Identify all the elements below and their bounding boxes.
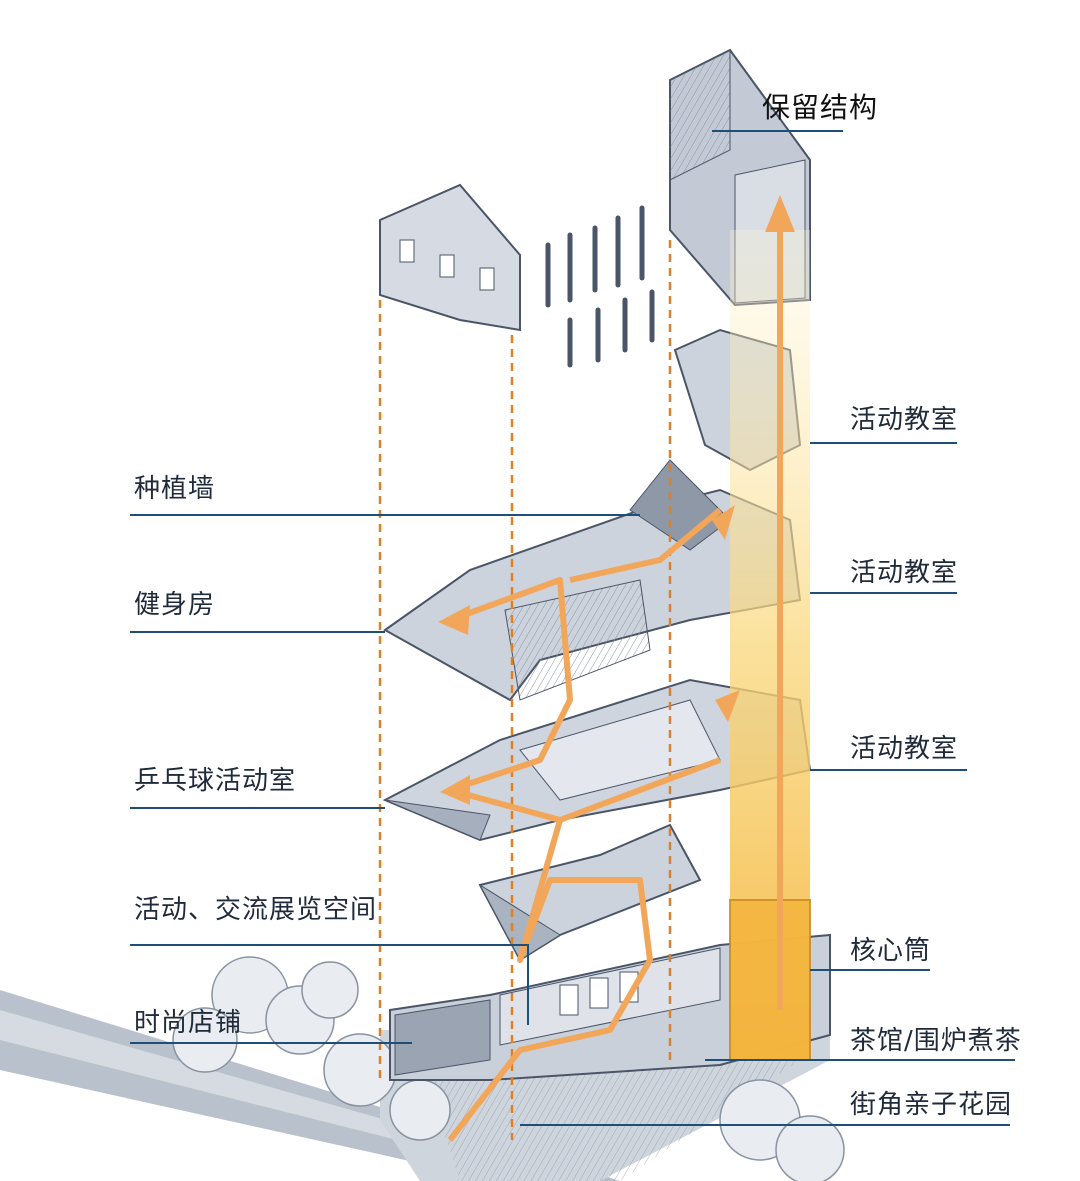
column-pieces: [545, 205, 655, 368]
roof-house: [379, 183, 521, 332]
core-tube-block: [729, 899, 811, 1061]
label-retained-structure: 保留结构: [762, 91, 879, 124]
label-table-tennis-room: 乒乓球活动室: [134, 766, 297, 796]
label-activity-classroom-1: 活动教室: [850, 405, 959, 435]
label-teahouse: 茶馆/围炉煮茶: [850, 1026, 1022, 1056]
label-activity-exhibition-space: 活动、交流展览空间: [134, 895, 378, 925]
vertical-guides: [378, 240, 672, 1140]
flow-arrowheads: [438, 195, 795, 805]
leader-lines: [130, 130, 1015, 1126]
label-activity-classroom-3: 活动教室: [850, 734, 959, 764]
ground-floor-block: [389, 933, 831, 1081]
label-gym: 健身房: [134, 590, 216, 620]
street-trees: [172, 956, 845, 1181]
label-core-tube: 核心筒: [850, 936, 932, 966]
label-corner-garden: 街角亲子花园: [850, 1090, 1013, 1120]
floor-gym: [383, 459, 802, 702]
label-activity-classroom-2: 活动教室: [850, 558, 959, 588]
label-fashion-shop: 时尚店铺: [134, 1008, 243, 1038]
label-planting-wall: 种植墙: [134, 474, 216, 504]
